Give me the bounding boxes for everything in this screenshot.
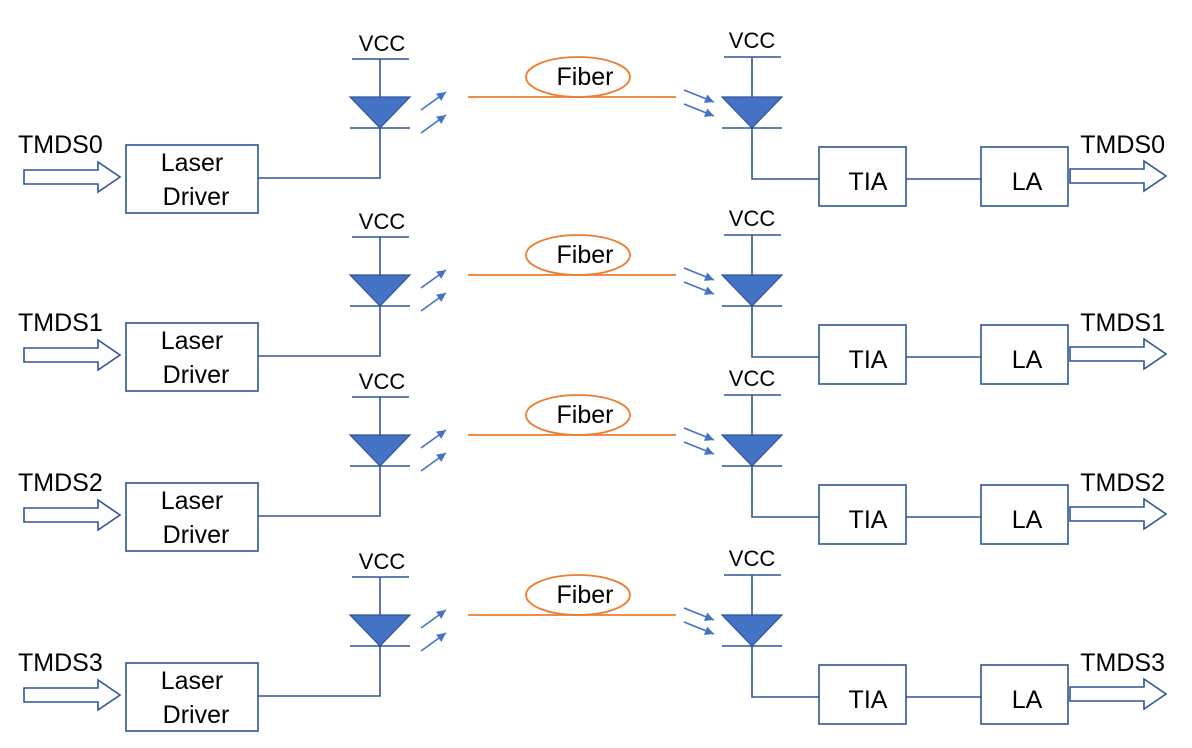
tia-block [818,484,907,545]
output-arrow-icon [1069,677,1168,711]
laser-driver-block [125,482,259,552]
photodiode-to-tia-wire [751,466,819,518]
emit-light-arrow-2-head [436,115,446,124]
emit-light-arrow-1-head [436,430,446,439]
driver-to-laser-wire [258,466,381,517]
output-signal-label: TMDS1 [1080,309,1165,337]
fiber-label: Fiber [557,401,614,429]
vcc-label-tx: VCC [359,549,406,574]
emit-light-arrow-2-head [436,633,446,642]
laser-driver-label-line2: Driver [163,183,230,211]
la-label: LA [1012,346,1043,374]
fiber-label: Fiber [557,241,614,269]
photodiode-to-tia-wire [751,128,819,180]
laser-driver-label-line2: Driver [163,701,230,729]
tia-label: TIA [849,346,888,374]
receive-light-arrow-1-head [703,272,714,281]
input-signal-label: TMDS2 [18,469,103,497]
tia-label: TIA [849,686,888,714]
fiber-label-ellipse [525,394,631,436]
vcc-label-tx: VCC [359,369,406,394]
vcc-label-tx: VCC [359,31,406,56]
vcc-label-rx: VCC [729,28,776,53]
la-label: LA [1012,686,1043,714]
laser-driver-block [125,662,259,732]
photodiode-to-tia-wire [751,646,819,698]
input-arrow-icon [23,498,122,532]
fiber-label: Fiber [557,581,614,609]
laser-diode-icon [348,96,412,129]
la-label: LA [1012,168,1043,196]
receive-light-arrow-1-head [703,612,714,621]
output-signal-label: TMDS2 [1080,469,1165,497]
laser-driver-label-line1: Laser [161,149,224,177]
input-signal-label: TMDS1 [18,309,103,337]
la-block [980,664,1069,725]
vcc-label-rx: VCC [729,546,776,571]
output-signal-label: TMDS3 [1080,649,1165,677]
laser-driver-label-line2: Driver [163,521,230,549]
laser-driver-block [125,144,259,214]
fiber-label-ellipse [525,56,631,98]
la-block [980,146,1069,207]
receive-light-arrow-1-head [703,432,714,441]
photodiode-icon [720,274,784,307]
output-arrow-icon [1069,159,1168,193]
input-arrow-icon [23,678,122,712]
laser-diode-icon [348,434,412,467]
driver-to-laser-wire [258,128,381,179]
laser-diode-icon [348,614,412,647]
tia-label: TIA [849,168,888,196]
tia-block [818,664,907,725]
tia-block [818,324,907,385]
laser-driver-label-line1: Laser [161,327,224,355]
laser-driver-label-line1: Laser [161,667,224,695]
tia-label: TIA [849,506,888,534]
la-label: LA [1012,506,1043,534]
photodiode-icon [720,96,784,129]
receive-light-arrow-2-head [703,108,714,117]
emit-light-arrow-1-head [436,270,446,279]
receive-light-arrow-1-head [703,94,714,103]
tia-block [818,146,907,207]
photodiode-to-tia-wire [751,306,819,358]
receive-light-arrow-2-head [703,626,714,635]
driver-to-laser-wire [258,646,381,697]
photodiode-icon [720,434,784,467]
receive-light-arrow-2-head [703,446,714,455]
photodiode-icon [720,614,784,647]
output-arrow-icon [1069,337,1168,371]
emit-light-arrow-2-head [436,293,446,302]
receive-light-arrow-2-head [703,286,714,295]
vcc-label-rx: VCC [729,366,776,391]
laser-driver-block [125,322,259,392]
input-arrow-icon [23,338,122,372]
la-block [980,324,1069,385]
fiber-label: Fiber [557,63,614,91]
driver-to-laser-wire [258,306,381,357]
vcc-label-rx: VCC [729,206,776,231]
output-signal-label: TMDS0 [1080,131,1165,159]
laser-driver-label-line2: Driver [163,361,230,389]
laser-diode-icon [348,274,412,307]
la-block [980,484,1069,545]
fiber-label-ellipse [525,234,631,276]
fiber-label-ellipse [525,574,631,616]
input-signal-label: TMDS3 [18,649,103,677]
output-arrow-icon [1069,497,1168,531]
emit-light-arrow-2-head [436,453,446,462]
laser-driver-label-line1: Laser [161,487,224,515]
input-signal-label: TMDS0 [18,131,103,159]
emit-light-arrow-1-head [436,610,446,619]
input-arrow-icon [23,160,122,194]
vcc-label-tx: VCC [359,209,406,234]
emit-light-arrow-1-head [436,92,446,101]
